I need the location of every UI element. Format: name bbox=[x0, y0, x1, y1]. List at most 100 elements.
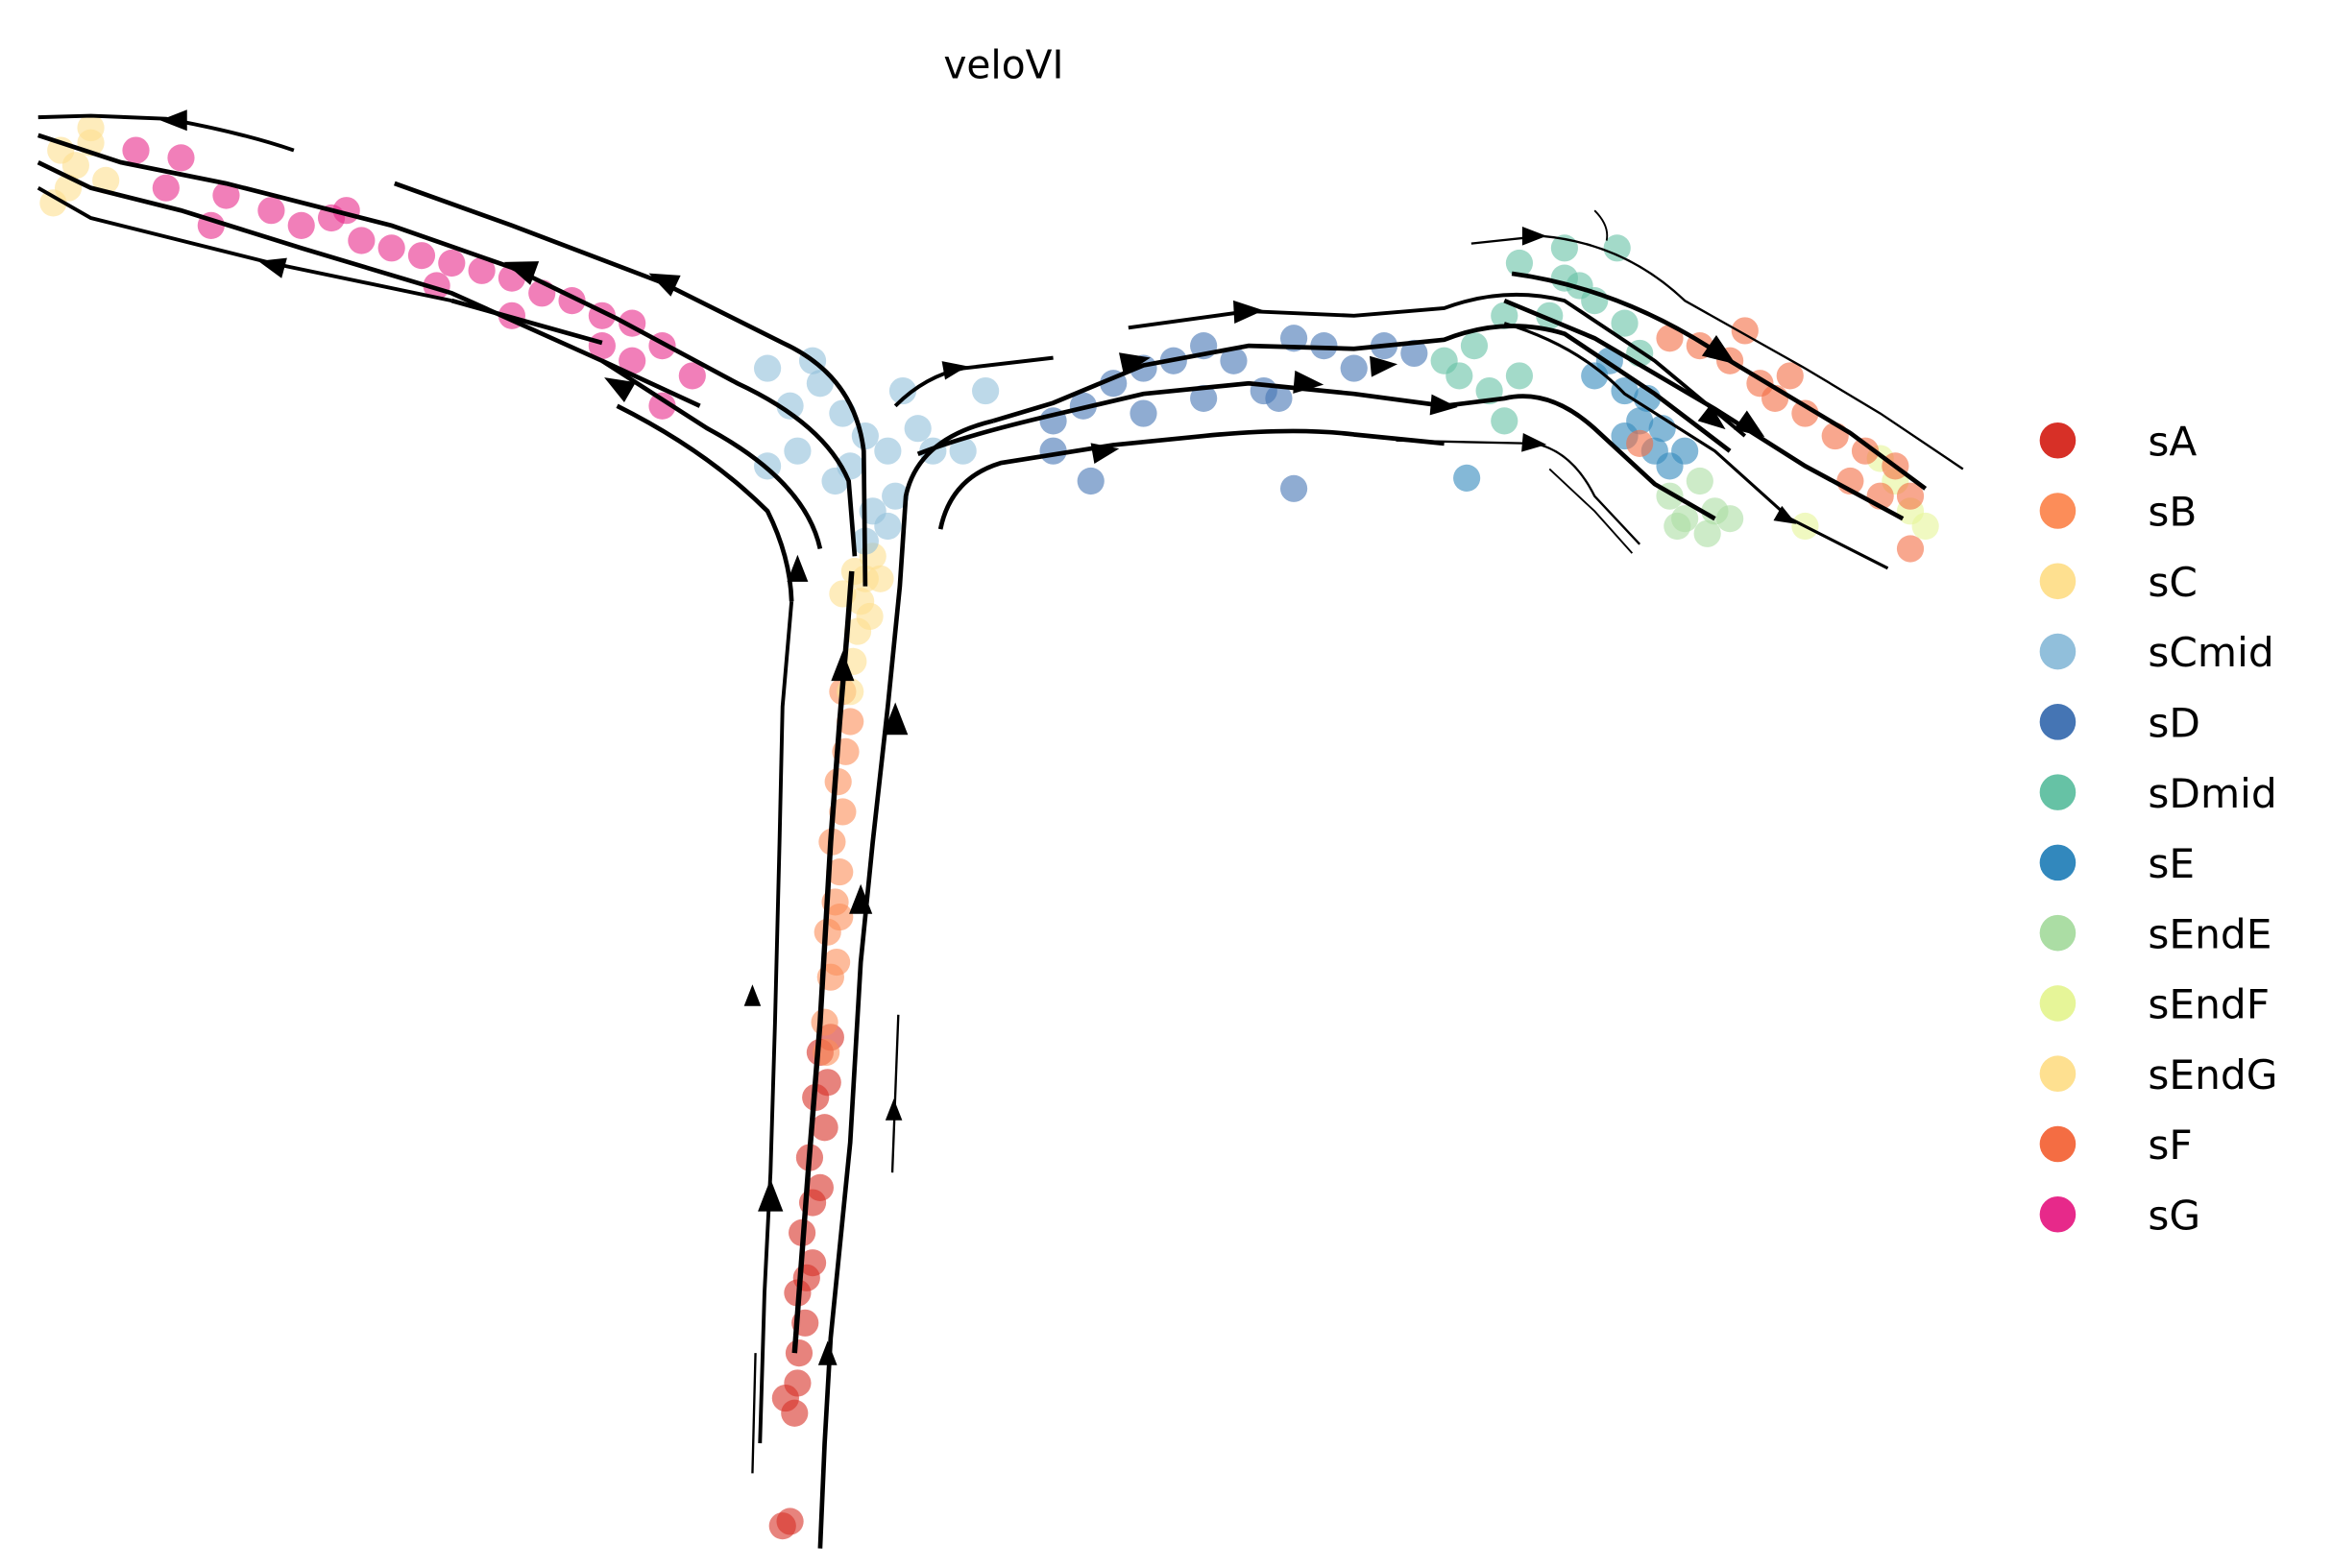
data-point-sCmid bbox=[821, 467, 849, 495]
data-point-sF bbox=[1791, 399, 1819, 427]
arrow-icon bbox=[1090, 443, 1120, 464]
data-point-sEndG bbox=[77, 113, 105, 142]
data-point-sDmid bbox=[1505, 249, 1534, 277]
streamline bbox=[37, 133, 858, 557]
data-point-sEndE bbox=[1686, 467, 1713, 495]
legend-marker bbox=[2039, 704, 2077, 740]
data-point-sC bbox=[866, 565, 894, 592]
legend-item-sEndG: sEndG bbox=[2039, 1051, 2277, 1098]
arrow-icon bbox=[1293, 370, 1324, 394]
streamline bbox=[791, 570, 855, 1354]
chart-title: veloVI bbox=[943, 41, 1063, 87]
arrow-icon bbox=[941, 361, 968, 380]
legend-label: sG bbox=[2148, 1192, 2200, 1239]
data-point-sDmid bbox=[1491, 302, 1518, 329]
legend-marker bbox=[2039, 493, 2077, 529]
data-point-sF bbox=[1851, 437, 1880, 465]
data-point-sEndE bbox=[1716, 505, 1744, 533]
data-point-sCmid bbox=[874, 437, 902, 465]
data-point-sG bbox=[619, 347, 646, 374]
data-point-sG bbox=[678, 362, 706, 390]
data-point-sD bbox=[1265, 384, 1293, 412]
legend-label: sEndE bbox=[2148, 910, 2271, 957]
data-point-sCmid bbox=[874, 512, 902, 541]
data-point-sG bbox=[212, 181, 240, 209]
streamline bbox=[616, 403, 794, 602]
legend-label: sE bbox=[2148, 840, 2195, 887]
arrow-icon bbox=[758, 1178, 784, 1212]
data-point-sCmid bbox=[784, 437, 812, 465]
streamline bbox=[394, 181, 868, 587]
streamline bbox=[992, 324, 1732, 453]
legend-item-sE: sE bbox=[2039, 840, 2195, 887]
data-point-sA bbox=[785, 1339, 814, 1367]
arrow-icon bbox=[648, 273, 681, 297]
data-point-sG bbox=[648, 392, 676, 420]
data-point-sD bbox=[1130, 399, 1157, 427]
legend-label: sD bbox=[2148, 699, 2200, 746]
data-point-sCmid bbox=[776, 392, 804, 420]
legend-marker bbox=[2039, 1195, 2077, 1233]
data-point-sD bbox=[1400, 339, 1428, 368]
data-point-sCmid bbox=[972, 376, 1000, 405]
stream-arrows bbox=[159, 109, 1797, 1365]
data-point-sC bbox=[856, 602, 884, 631]
legend-label: sA bbox=[2148, 418, 2197, 465]
data-point-sB bbox=[824, 768, 852, 796]
data-point-sEndG bbox=[61, 152, 89, 180]
legend-label: sC bbox=[2148, 559, 2198, 606]
data-point-sEndF bbox=[1911, 512, 1939, 541]
data-point-sG bbox=[438, 249, 466, 277]
arrow-icon bbox=[604, 377, 636, 403]
data-point-sB bbox=[811, 1008, 838, 1036]
data-point-sB bbox=[826, 858, 854, 886]
data-point-sG bbox=[377, 234, 405, 262]
arrow-icon bbox=[1521, 226, 1547, 246]
arrow-icon bbox=[817, 1340, 838, 1365]
legend-item-sCmid: sCmid bbox=[2039, 629, 2274, 676]
data-point-sEndG bbox=[39, 189, 67, 217]
arrow-icon bbox=[503, 261, 540, 285]
legend-item-sEndF: sEndF bbox=[2039, 981, 2270, 1028]
legend-label: sEndG bbox=[2148, 1051, 2277, 1098]
streamline bbox=[758, 601, 794, 1444]
data-point-sEndG bbox=[92, 166, 120, 194]
data-point-sF bbox=[1626, 429, 1654, 457]
legend-marker bbox=[2039, 1055, 2077, 1092]
legend-item-sC: sC bbox=[2039, 559, 2198, 606]
legend-marker bbox=[2039, 844, 2077, 881]
data-point-sG bbox=[122, 136, 150, 164]
legend-label: sCmid bbox=[2148, 629, 2273, 676]
legend-item-sB: sB bbox=[2039, 489, 2197, 536]
streamline bbox=[1548, 209, 1634, 554]
legend-item-sDmid: sDmid bbox=[2039, 770, 2277, 817]
arrow-icon bbox=[1697, 404, 1726, 430]
arrow-icon bbox=[1119, 352, 1151, 375]
arrow-icon bbox=[257, 257, 287, 278]
data-point-sEndE bbox=[1693, 519, 1721, 547]
data-point-sG bbox=[257, 197, 285, 225]
data-point-sEndE bbox=[1664, 512, 1691, 541]
arrow-icon bbox=[787, 554, 809, 582]
arrow-icon bbox=[159, 109, 187, 132]
arrow-icon bbox=[883, 702, 909, 736]
streamline bbox=[937, 428, 1445, 530]
data-point-sD bbox=[1279, 474, 1308, 502]
legend-marker bbox=[2039, 422, 2077, 459]
arrow-icon bbox=[743, 984, 762, 1006]
streamline bbox=[36, 159, 823, 549]
data-point-sF bbox=[1896, 535, 1925, 563]
data-point-sA bbox=[814, 1069, 841, 1097]
data-point-sF bbox=[1896, 482, 1925, 510]
data-point-sD bbox=[1190, 384, 1218, 412]
data-point-sB bbox=[826, 903, 854, 931]
arrow-icon bbox=[1701, 335, 1737, 365]
data-point-sA bbox=[776, 1508, 804, 1535]
data-point-sCmid bbox=[806, 370, 834, 398]
streamline bbox=[751, 1014, 900, 1474]
legend-item-sEndE: sEndE bbox=[2039, 910, 2271, 957]
streamline bbox=[817, 419, 994, 1549]
arrow-icon bbox=[1370, 355, 1398, 377]
